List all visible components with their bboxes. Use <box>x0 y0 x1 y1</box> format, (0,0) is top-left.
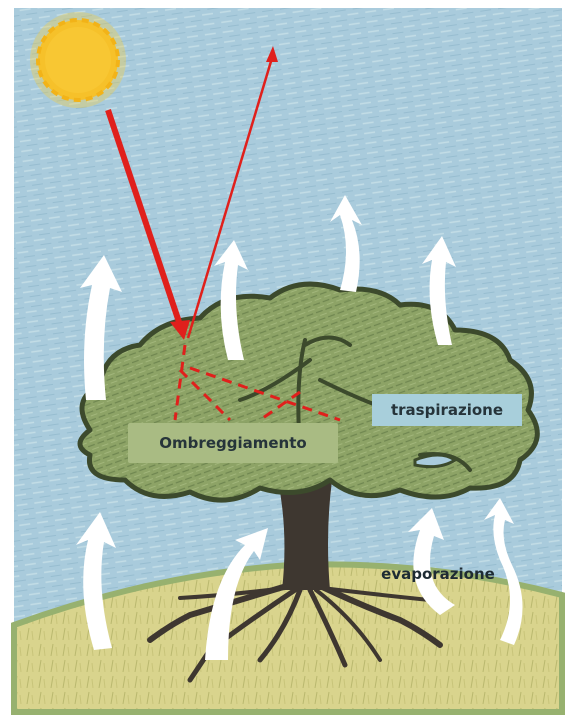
sun-icon <box>30 12 126 108</box>
shading-label: Ombreggiamento <box>128 423 338 463</box>
evaporation-label: evaporazione <box>368 560 508 588</box>
transpiration-label: traspirazione <box>372 394 522 426</box>
